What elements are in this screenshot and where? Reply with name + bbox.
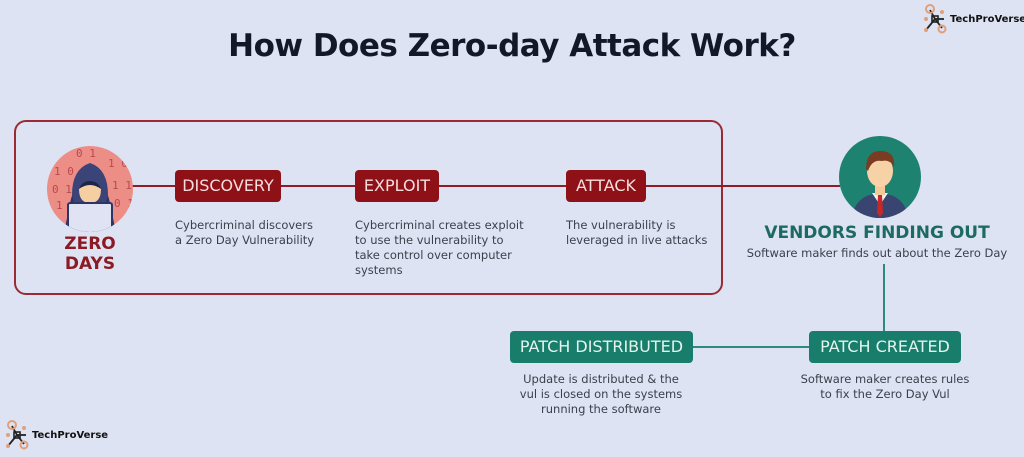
step-exploit-badge: EXPLOIT <box>355 170 439 202</box>
desc-line: leveraged in live attacks <box>566 233 708 247</box>
desc-line: take control over computer <box>355 248 512 262</box>
patch-distributed-description: Update is distributed & the vul is close… <box>488 372 714 417</box>
page-title: How Does Zero-day Attack Work? <box>228 28 796 64</box>
desc-line: Cybercriminal discovers <box>175 218 313 232</box>
step-discovery-description: Cybercriminal discovers a Zero Day Vulne… <box>175 218 345 248</box>
vendors-node <box>838 135 922 219</box>
desc-line: to use the vulnerability to <box>355 233 504 247</box>
svg-text:0 1: 0 1 <box>76 147 96 160</box>
brand-logo-bottom: TechProVerse <box>4 420 108 450</box>
patch-created-description: Software maker creates rules to fix the … <box>775 372 995 402</box>
network-logo-icon <box>6 420 29 450</box>
attack-connector-line <box>130 185 840 187</box>
desc-line: Update is distributed & the <box>523 372 679 386</box>
svg-text:0 1: 0 1 <box>52 183 72 196</box>
patch-connector-line <box>693 346 810 348</box>
brand-logo-top: TechProVerse <box>922 4 1024 34</box>
attack-phase-frame <box>14 120 723 295</box>
step-exploit-description: Cybercriminal creates exploit to use the… <box>355 218 545 278</box>
desc-line: to fix the Zero Day Vul <box>820 387 950 401</box>
step-discovery-badge: DISCOVERY <box>175 170 281 202</box>
businessman-icon <box>839 136 921 218</box>
svg-text:1 0: 1 0 <box>108 157 128 170</box>
svg-text:0 1: 0 1 <box>114 197 134 210</box>
patch-distributed-badge: PATCH DISTRIBUTED <box>510 331 693 363</box>
desc-line: systems <box>355 263 403 277</box>
network-logo-icon <box>924 4 947 34</box>
desc-line: a Zero Day Vulnerability <box>175 233 315 247</box>
desc-line: Cybercriminal creates exploit <box>355 218 524 232</box>
desc-line: vul is closed on the systems <box>519 387 683 401</box>
step-attack-description: The vulnerability is leveraged in live a… <box>566 218 726 248</box>
zero-days-label: ZERO DAYS <box>64 234 116 274</box>
desc-line: Software maker creates rules <box>800 372 970 386</box>
desc-line: The vulnerability is <box>566 218 676 232</box>
vendors-description: Software maker finds out about the Zero … <box>746 246 1008 260</box>
step-attack-badge: ATTACK <box>566 170 646 202</box>
patch-created-badge: PATCH CREATED <box>809 331 961 363</box>
brand-name: TechProVerse <box>950 13 1024 25</box>
brand-name: TechProVerse <box>32 429 109 441</box>
vendor-to-patch-connector <box>883 264 885 332</box>
svg-text:1 0: 1 0 <box>54 165 74 178</box>
desc-line: running the software <box>541 402 661 416</box>
vendors-label: VENDORS FINDING OUT <box>764 223 990 243</box>
svg-text:1 1: 1 1 <box>112 179 132 192</box>
